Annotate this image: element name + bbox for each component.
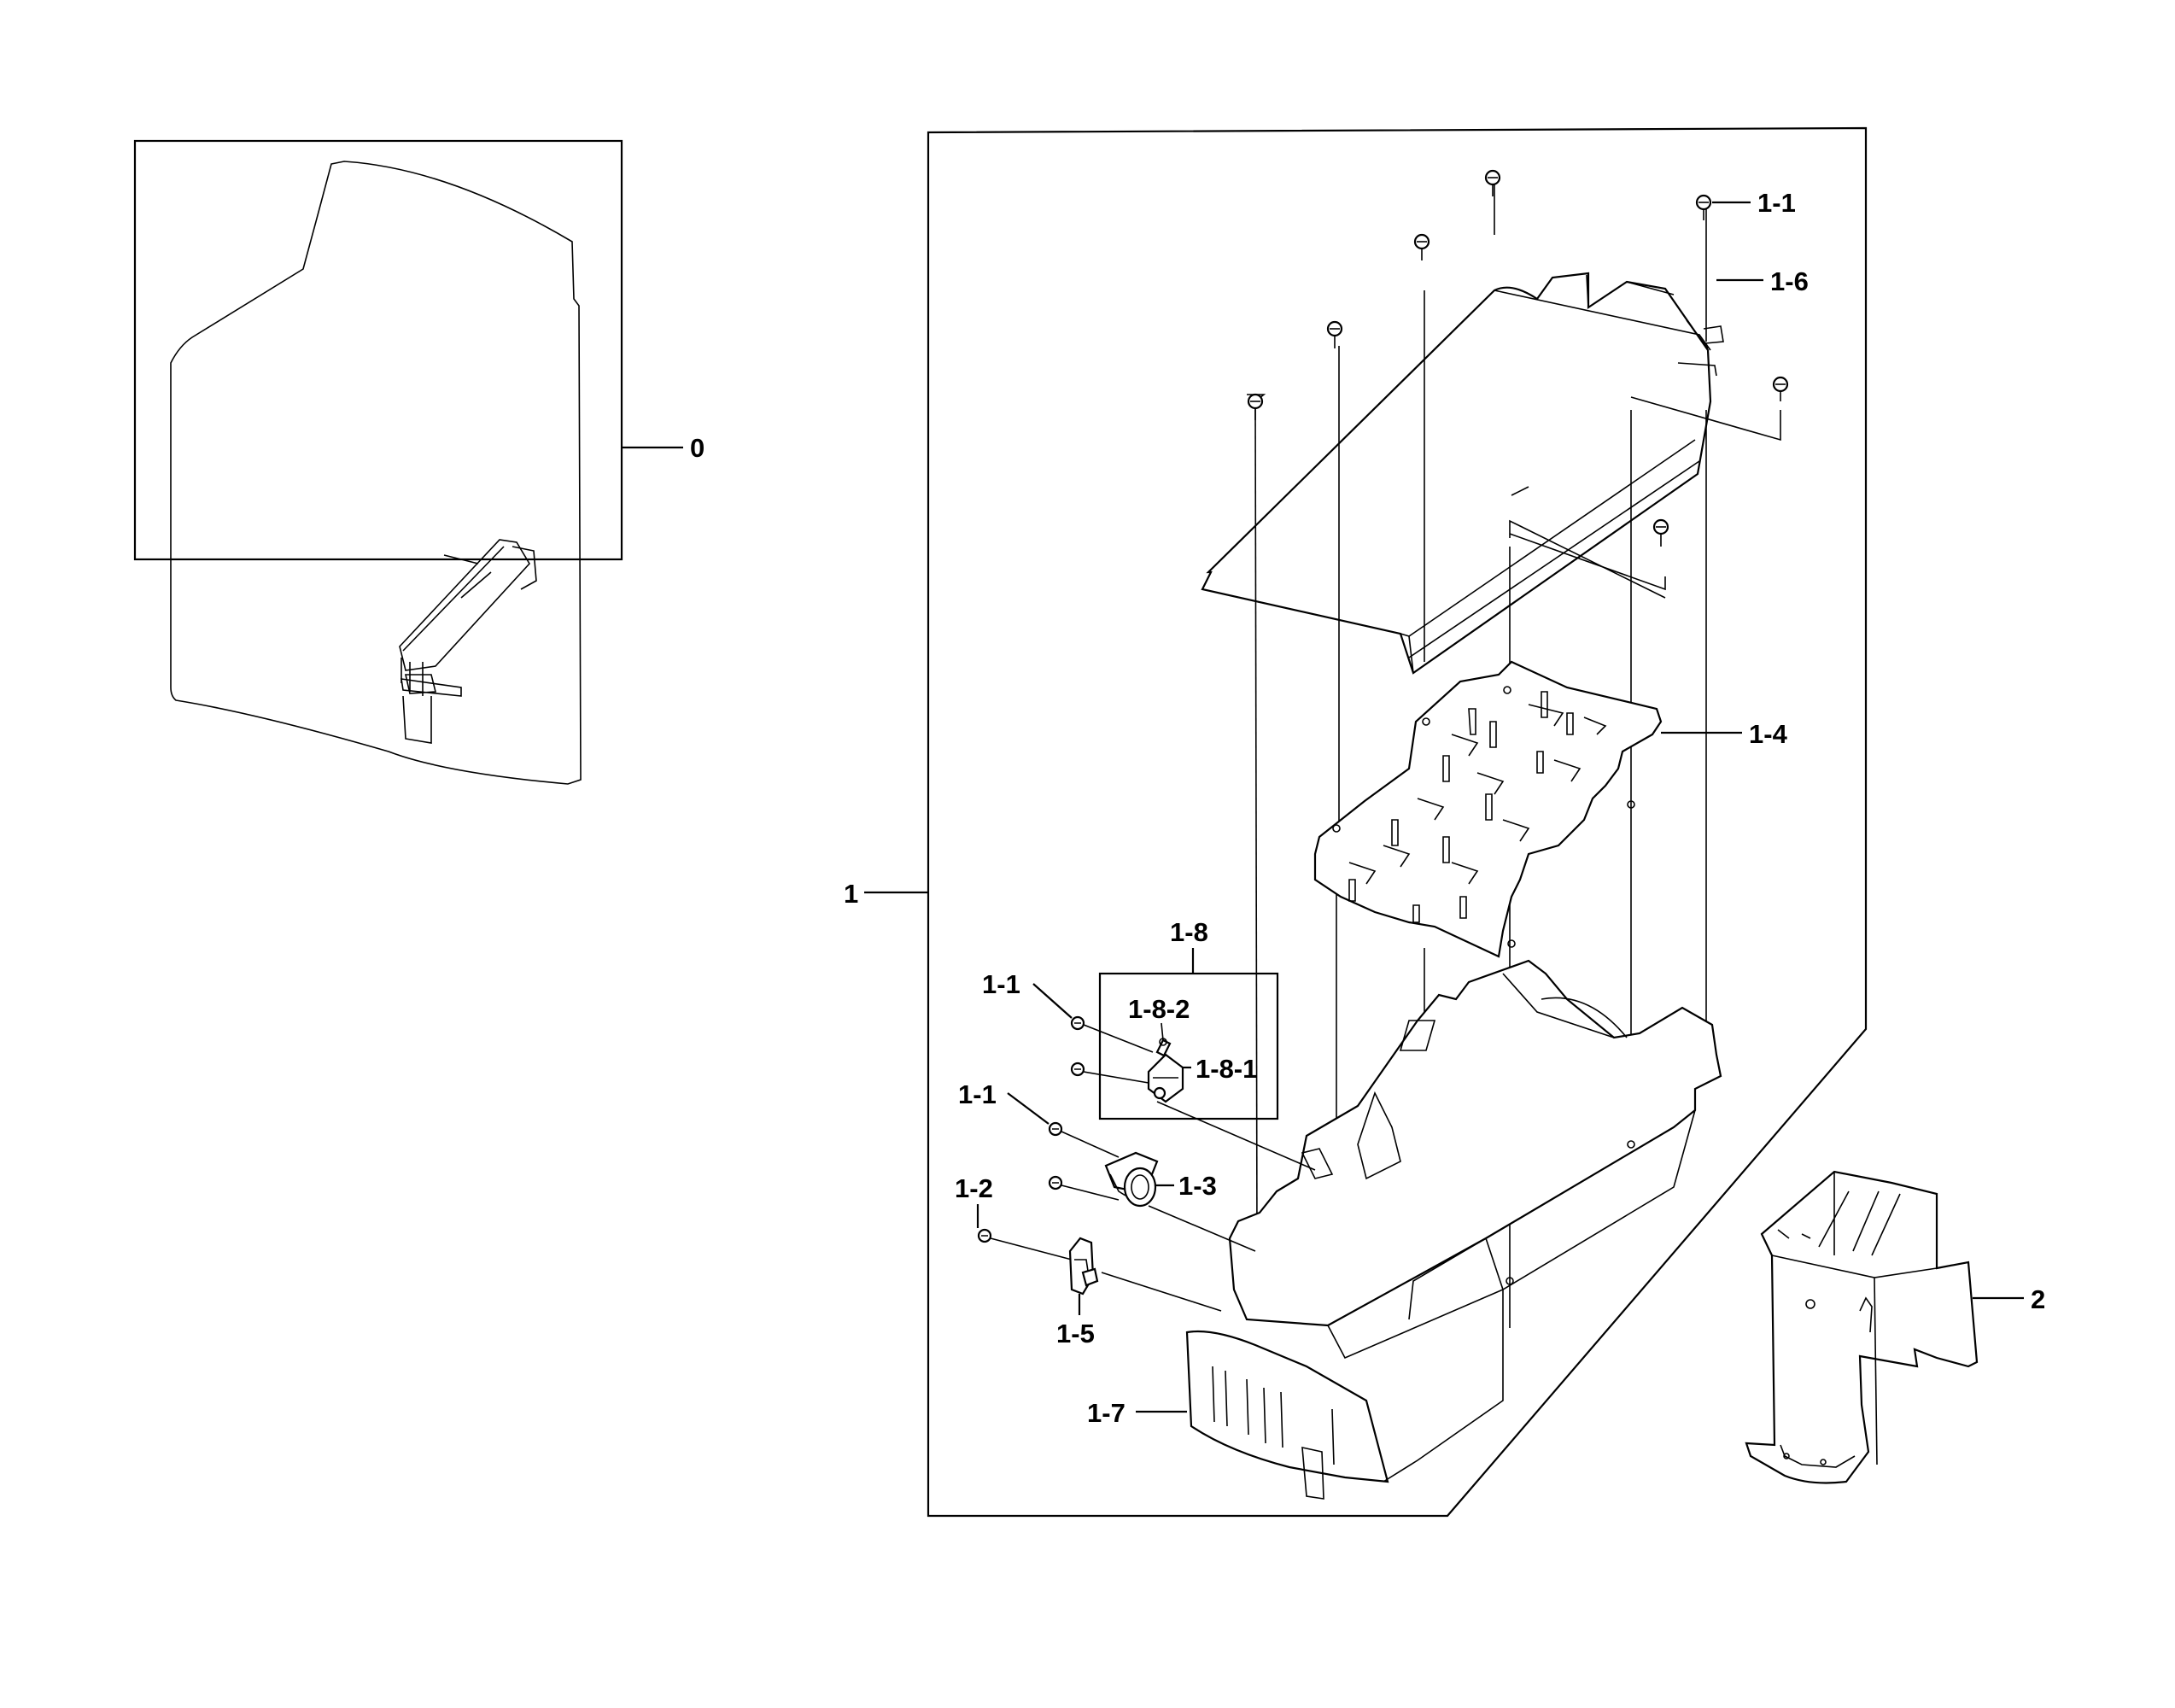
callout-0: 0 <box>690 433 705 463</box>
thermostat-1-3 <box>1104 1151 1159 1208</box>
heater-plate-1-4 <box>1313 660 1663 958</box>
heater-housing <box>1228 959 1722 1360</box>
callout-1-8: 1-8 <box>1170 917 1208 947</box>
callout-1-1-low: 1-1 <box>958 1079 997 1109</box>
assembly-0-panel <box>133 139 623 785</box>
bracket-2 <box>1745 1170 1979 1484</box>
heater-cover-1-6 <box>1201 272 1724 675</box>
callout-1-4: 1-4 <box>1749 719 1788 749</box>
callout-1-6: 1-6 <box>1770 266 1809 296</box>
callout-1-7: 1-7 <box>1087 1398 1126 1428</box>
callout-1-3: 1-3 <box>1178 1171 1217 1201</box>
group-1-8-frame <box>1098 972 1279 1120</box>
appliance-outline <box>170 161 582 785</box>
assembly-1-frame <box>927 126 1868 1518</box>
callout-1: 1 <box>844 879 858 909</box>
callout-1-1-mid: 1-1 <box>982 969 1020 999</box>
thermostat-1-8-1 <box>1147 1038 1184 1103</box>
fuse-1-5 <box>1068 1237 1099 1296</box>
assembly-1-panel <box>927 126 1868 1518</box>
left-screws <box>977 1015 1316 1312</box>
callout-1-8-1: 1-8-1 <box>1196 1054 1257 1084</box>
callout-1-2: 1-2 <box>955 1173 993 1203</box>
callout-1-5: 1-5 <box>1056 1319 1095 1348</box>
overview-heater <box>399 539 537 744</box>
shield-plate-1-7 <box>1185 1290 1504 1500</box>
screws-and-guides <box>1247 169 1789 1328</box>
callout-2: 2 <box>2031 1284 2045 1314</box>
assembly-0-frame <box>133 139 623 561</box>
callout-1-1-top: 1-1 <box>1757 188 1796 218</box>
callout-1-8-2: 1-8-2 <box>1128 994 1190 1024</box>
